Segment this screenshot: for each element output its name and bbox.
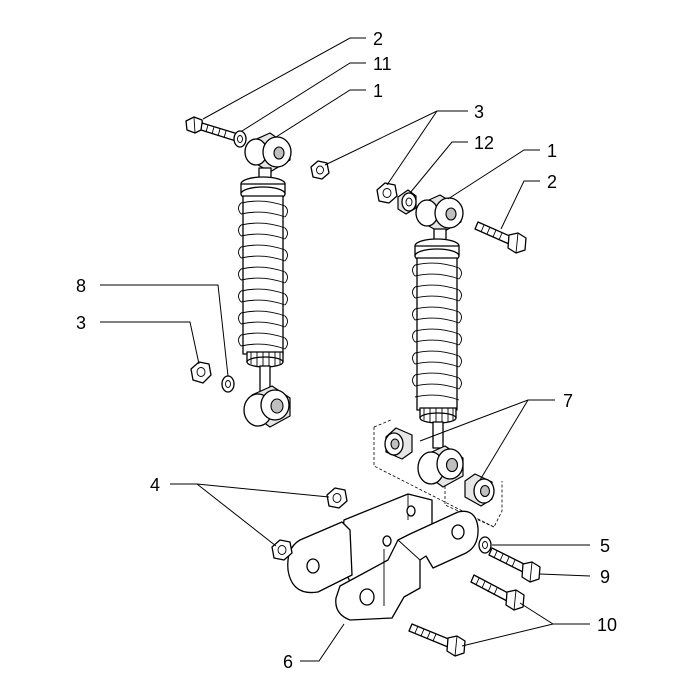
right-shock-absorber [376, 182, 527, 507]
callout-3-left: 3 [76, 313, 86, 333]
callout-11: 11 [373, 54, 392, 74]
bolt-10-upper [470, 574, 525, 611]
right-spring-bottom-collar [419, 407, 457, 424]
right-top-nut [376, 182, 398, 204]
right-top-spacer [397, 189, 417, 215]
callout-4: 4 [150, 475, 160, 495]
left-top-eye [244, 132, 292, 173]
callout-1-left: 1 [373, 81, 383, 101]
callout-2-top: 2 [373, 29, 383, 49]
bracket-nut-lower [271, 539, 293, 561]
right-top-bolt [474, 221, 527, 254]
left-spring-bottom-collar [246, 351, 284, 368]
leader-lines [100, 37, 591, 662]
callout-7: 7 [563, 391, 573, 411]
left-shock-absorber [185, 116, 292, 428]
callout-labels: 2 11 1 3 12 1 2 8 3 7 4 5 9 10 6 [76, 29, 617, 672]
callout-12: 12 [474, 133, 494, 153]
bolt-9 [488, 547, 541, 583]
left-lower-washer [221, 375, 235, 393]
callout-3-top: 3 [474, 102, 484, 122]
assembly-outline-7 [373, 427, 503, 528]
left-lower-nut [190, 361, 212, 384]
bracket-washer [478, 536, 492, 554]
callout-2-right: 2 [547, 172, 557, 192]
left-lower-eye [243, 385, 291, 428]
top-middle-nut [310, 160, 330, 180]
mounting-bracket [287, 493, 479, 621]
bracket-nut-upper [326, 487, 348, 509]
right-top-eye [415, 194, 464, 234]
callout-1-right: 1 [547, 141, 557, 161]
right-lower-eye [417, 445, 464, 488]
callout-9: 9 [600, 567, 610, 587]
right-lower-bushing-left [384, 427, 413, 460]
left-coil-spring [238, 195, 288, 355]
right-coil-spring [412, 257, 462, 411]
bolt-10-lower [408, 623, 466, 657]
left-top-bolt [185, 116, 239, 142]
callout-8: 8 [76, 276, 86, 296]
right-lower-bushing-right [464, 473, 495, 507]
callout-10: 10 [597, 615, 617, 635]
callout-5: 5 [600, 536, 610, 556]
left-top-washer [233, 130, 247, 148]
callout-6: 6 [283, 652, 293, 672]
